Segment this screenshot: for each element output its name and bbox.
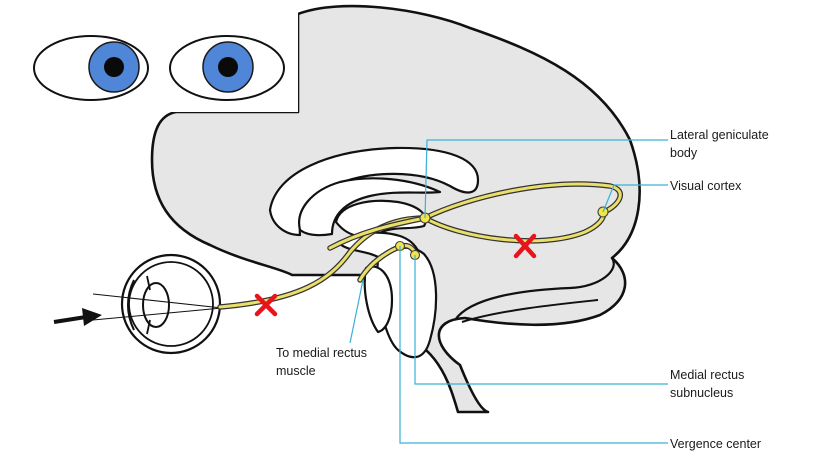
leader-medial-rectus-muscle (349, 279, 364, 344)
cerebellum-fold (454, 257, 615, 321)
label-medial-rectus-muscle-1: To medial rectus (276, 346, 367, 360)
fornix (298, 177, 442, 237)
label-subnucleus-1: Medial rectus (670, 368, 744, 382)
leader-visual-cortex (602, 184, 668, 213)
leader-medial-rectus-subnucleus (414, 255, 668, 385)
leader-vergence-center (399, 246, 668, 444)
two-frontal-eyes-icon (33, 35, 285, 101)
leader-lateral-geniculate (424, 139, 668, 219)
red-x-icon (254, 293, 278, 317)
label-lateral-geniculate-2: body (670, 146, 698, 160)
label-medial-rectus-muscle-2: muscle (276, 364, 316, 378)
cerebellum-lobe-line (461, 299, 599, 323)
label-visual-cortex: Visual cortex (670, 179, 742, 193)
pons-outline (363, 265, 394, 334)
eyeball-cross-section (92, 253, 223, 355)
light-direction-arrow-icon (53, 308, 102, 326)
label-lateral-geniculate-1: Lateral geniculate (670, 128, 769, 142)
label-subnucleus-2: subnucleus (670, 386, 733, 400)
red-x-icon (513, 233, 537, 259)
label-vergence-center: Vergence center (670, 437, 761, 451)
